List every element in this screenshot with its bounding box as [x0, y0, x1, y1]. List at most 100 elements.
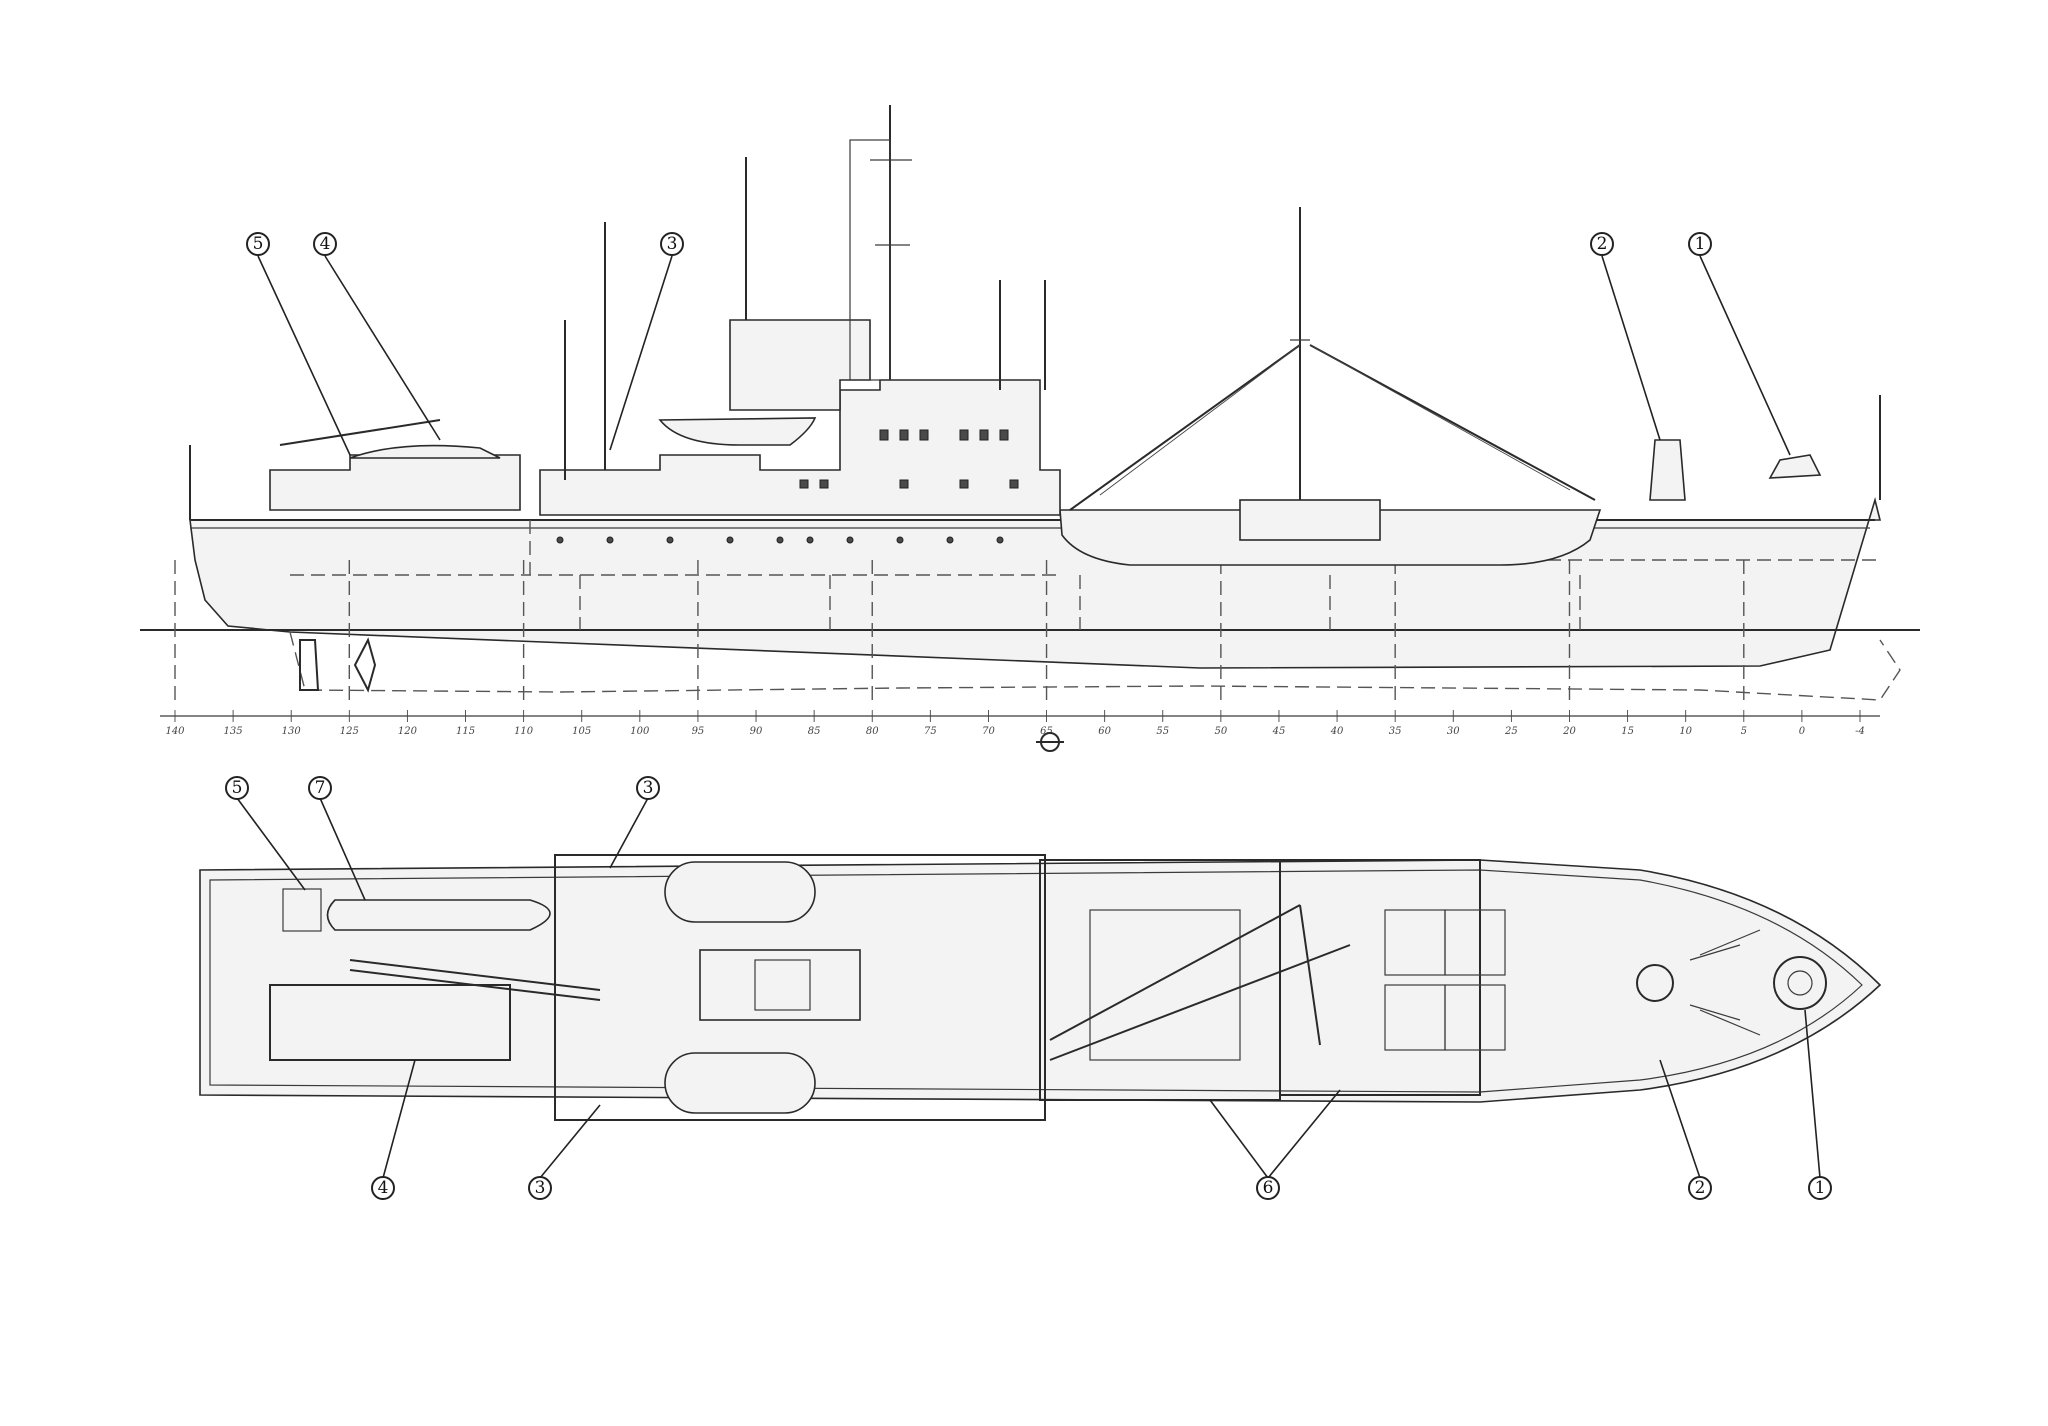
frame-number-label: 45: [1272, 726, 1286, 737]
plan-inner-outline: [209, 869, 1863, 1093]
cargo-booms: [279, 344, 1596, 511]
frame-number-label: 75: [924, 726, 937, 737]
midship-symbol: [1036, 732, 1064, 752]
svg-text:1: 1: [1695, 234, 1706, 254]
profile-callout-5: 5: [246, 232, 270, 256]
deck-plan: 5 7 3 3 4 6 2: [199, 776, 1882, 1200]
svg-text:5: 5: [232, 778, 243, 798]
cargo-deckhouse: [1239, 499, 1381, 541]
frame-number-label: 85: [808, 726, 821, 737]
svg-text:3: 3: [667, 234, 678, 254]
frame-number-label: 15: [1621, 726, 1634, 737]
svg-text:4: 4: [320, 234, 331, 254]
frame-ticks: [174, 560, 1861, 722]
bow-mount-inner: [1787, 970, 1813, 996]
work-boat-plan: [326, 899, 551, 931]
rudder: [299, 639, 320, 691]
svg-text:2: 2: [1695, 1178, 1706, 1198]
frame-number-label: 95: [692, 726, 705, 737]
frame-number-label: 35: [1389, 726, 1402, 737]
plan-callout-3-top: 3: [636, 776, 660, 800]
aft-helideck: [269, 984, 511, 1061]
frame-number-label: 20: [1562, 726, 1576, 737]
frame-number-label: 115: [456, 726, 475, 737]
plan-callout-3-bottom: 3: [528, 1176, 552, 1200]
frame-number-label: 30: [1447, 726, 1460, 737]
plan-callout-2: 2: [1688, 1176, 1712, 1200]
aft-hatch: [282, 888, 322, 932]
plan-callout-5: 5: [225, 776, 249, 800]
anchor-chain-2: [1699, 1009, 1761, 1036]
internal-compartments: [290, 520, 1880, 630]
anchor-chain-1: [1699, 929, 1761, 956]
bow-mount: [1768, 454, 1822, 479]
frame-number-label: 50: [1214, 726, 1227, 737]
frame-number-label: 60: [1098, 726, 1111, 737]
plan-callout-4: 4: [371, 1176, 395, 1200]
svg-text:3: 3: [643, 778, 654, 798]
frame-number-label: 80: [866, 726, 879, 737]
hatch-2: [1089, 909, 1241, 1061]
plan-callout-6: 6: [1256, 1176, 1280, 1200]
anchor-chain-3: [1689, 944, 1741, 961]
frame-number-label: 135: [224, 726, 243, 737]
plan-callouts: 5 7 3 3 4 6 2: [225, 776, 1832, 1200]
frame-number-label: 105: [572, 726, 591, 737]
profile-callout-2: 2: [1590, 232, 1614, 256]
frame-number-label: 70: [982, 726, 995, 737]
hull-portholes: [556, 536, 1004, 544]
propeller: [353, 637, 377, 693]
frame-number-label: 65: [1040, 726, 1053, 737]
lifeboat-starboard-plan: [664, 1052, 816, 1114]
frame-number-label: 90: [750, 726, 763, 737]
plan-boom-2: [1049, 944, 1351, 1061]
svg-text:3: 3: [535, 1178, 546, 1198]
superstructure-plan: [554, 854, 1046, 1121]
svg-text:2: 2: [1597, 234, 1608, 254]
svg-text:1: 1: [1815, 1178, 1826, 1198]
frame-number-label: 55: [1156, 726, 1169, 737]
frame-number-label: 0: [1799, 726, 1806, 737]
cargo-hold-1: [1279, 859, 1481, 1096]
frame-number-label: 5: [1741, 726, 1747, 737]
superstructure-portholes: [799, 429, 1019, 489]
lifeboat-port-plan: [664, 861, 816, 923]
frame-number-label: 110: [514, 726, 534, 737]
frame-number-label: 10: [1679, 726, 1692, 737]
anchor-chain-4: [1689, 1004, 1741, 1021]
masts: [564, 105, 1310, 500]
frame-number-label: 125: [340, 726, 359, 737]
plan-boom-1: [1049, 904, 1301, 1041]
frame-number-label: 130: [282, 726, 302, 737]
forward-ventilator: [1649, 439, 1686, 501]
frame-number-label: 120: [398, 726, 418, 737]
bow-mount-plan: [1773, 956, 1827, 1010]
midship-raft: [699, 949, 861, 1021]
hatch-1-aft-2: [1444, 984, 1506, 1051]
frame-number-label: 25: [1504, 726, 1518, 737]
aft-crane-arm-2: [349, 969, 601, 1001]
profile-hull: [189, 496, 1882, 669]
plan-callout-7: 7: [308, 776, 332, 800]
plan-callout-1: 1: [1808, 1176, 1832, 1200]
profile-callout-3: 3: [660, 232, 684, 256]
frame-number-label: -4: [1855, 726, 1865, 737]
frame-number-label: 100: [630, 726, 650, 737]
svg-text:7: 7: [315, 778, 326, 798]
aft-boat-cradle: [349, 444, 501, 459]
profile-callouts: 5 4 3 2 1: [246, 232, 1791, 456]
svg-text:4: 4: [378, 1178, 389, 1198]
profile-callout-1: 1: [1688, 232, 1712, 256]
frame-number-label: 40: [1330, 726, 1344, 737]
plan-boom-3: [1299, 904, 1321, 1046]
hatch-1-fwd-2: [1444, 909, 1506, 976]
profile-underwater-hull: [289, 631, 1901, 701]
aft-crane-arm: [349, 959, 601, 991]
profile-callout-4: 4: [313, 232, 337, 256]
ventilator-plan: [1636, 964, 1674, 1002]
svg-text:6: 6: [1263, 1178, 1274, 1198]
lifeboat: [658, 417, 817, 446]
